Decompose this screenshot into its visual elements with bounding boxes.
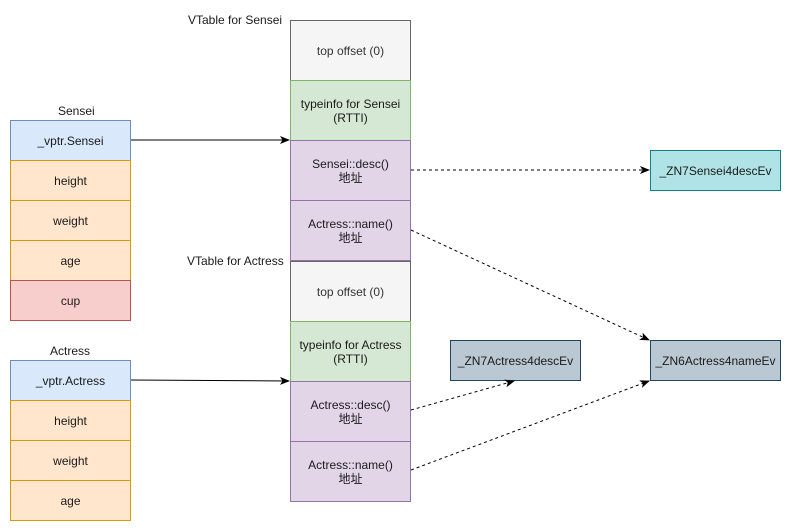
vtable-sensei-name-line1: Actress::name() xyxy=(308,216,393,231)
vtable-sensei-name-line2: 地址 xyxy=(338,230,363,245)
arrow-actress-vptr-to-vtable xyxy=(130,376,290,385)
vtable-sensei-desc-slot: Sensei::desc() 地址 xyxy=(290,140,411,201)
vtable-sensei-top-offset-label: top offset (0) xyxy=(316,43,385,58)
vtable-sensei-typeinfo-line2: (RTTI) xyxy=(333,110,368,125)
arrow-actress-desc-to-symbol xyxy=(410,379,515,411)
sensei-field-cup: cup xyxy=(10,280,131,321)
vtable-sensei-top-offset: top offset (0) xyxy=(290,20,411,81)
arrow-sensei-name-to-symbol xyxy=(410,229,650,341)
vtable-actress-typeinfo-line2: (RTTI) xyxy=(333,351,368,366)
vtable-actress-name-line2: 地址 xyxy=(338,471,363,486)
sensei-field-height: height xyxy=(10,160,131,201)
vtable-sensei-desc-line1: Sensei::desc() xyxy=(312,156,389,171)
vtable-actress-desc-slot: Actress::desc() 地址 xyxy=(290,381,411,442)
vtable-sensei-typeinfo-line1: typeinfo for Sensei xyxy=(300,96,401,111)
actress-field-height: height xyxy=(10,400,131,441)
actress-object-title: Actress xyxy=(50,344,91,358)
vtable-actress-name-line1: Actress::name() xyxy=(308,457,393,472)
vtable-sensei-title: VTable for Sensei xyxy=(188,13,283,27)
symbol-sensei-desc: _ZN7Sensei4descEv xyxy=(650,150,781,191)
vtable-actress-typeinfo-line1: typeinfo for Actress xyxy=(299,337,402,352)
vtable-actress-typeinfo: typeinfo for Actress (RTTI) xyxy=(290,321,411,382)
vtable-actress-top-offset-label: top offset (0) xyxy=(316,284,385,299)
actress-field-vptr: _vptr.Actress xyxy=(10,360,131,401)
vtable-actress-title: VTable for Actress xyxy=(187,254,284,268)
sensei-object-title: Sensei xyxy=(58,104,95,118)
symbol-actress-desc: _ZN7Actress4descEv xyxy=(450,340,581,381)
actress-field-age: age xyxy=(10,480,131,521)
vtable-actress-top-offset: top offset (0) xyxy=(290,261,411,322)
vtable-sensei-name-slot: Actress::name() 地址 xyxy=(290,200,411,261)
sensei-field-age: age xyxy=(10,240,131,281)
arrow-actress-name-to-symbol xyxy=(410,380,650,471)
vtable-actress-desc-line1: Actress::desc() xyxy=(310,397,391,412)
actress-field-weight: weight xyxy=(10,440,131,481)
symbol-actress-name: _ZN6Actress4nameEv xyxy=(650,340,781,381)
vtable-sensei-desc-line2: 地址 xyxy=(338,170,363,185)
vtable-actress-name-slot: Actress::name() 地址 xyxy=(290,441,411,502)
vtable-sensei-typeinfo: typeinfo for Sensei (RTTI) xyxy=(290,80,411,141)
vtable-actress-desc-line2: 地址 xyxy=(338,411,363,426)
